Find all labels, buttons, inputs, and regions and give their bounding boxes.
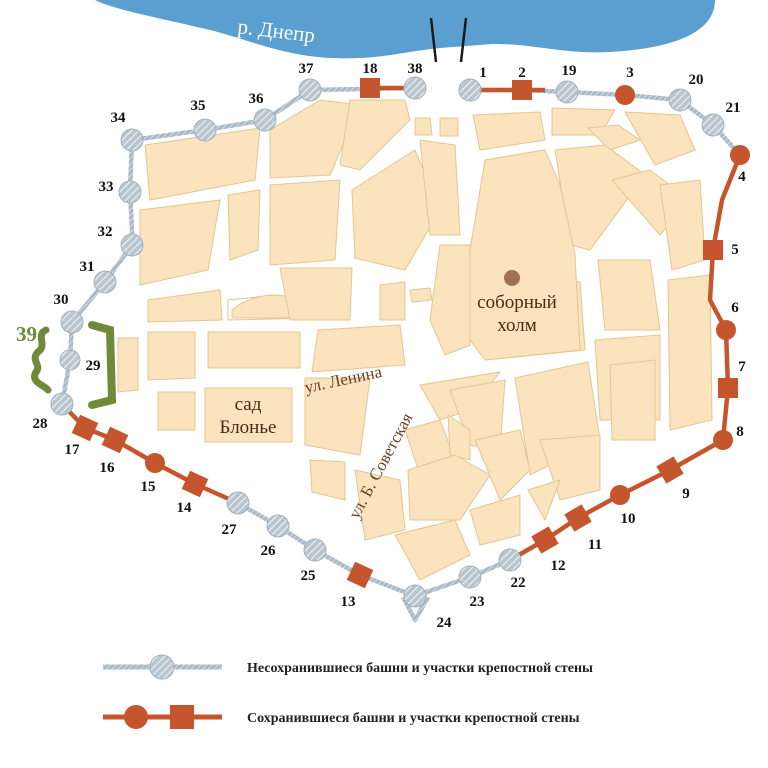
tower-9 xyxy=(656,456,684,484)
tower-24 xyxy=(403,584,427,608)
tower-label-2: 2 xyxy=(518,65,526,81)
tower-21 xyxy=(701,113,725,137)
tower-10 xyxy=(610,485,630,505)
cathedral-hill-label-line2: холм xyxy=(497,315,537,336)
fortification-39-label: 39 xyxy=(16,322,37,346)
tower-label-16: 16 xyxy=(100,460,116,476)
cathedral-hill-marker xyxy=(504,270,520,286)
tower-29 xyxy=(59,349,81,371)
tower-label-13: 13 xyxy=(341,594,356,610)
tower-label-10: 10 xyxy=(621,511,636,527)
legend-preserved-label: Сохранившиеся башни и участки крепостной… xyxy=(247,711,580,726)
tower-23 xyxy=(458,565,482,589)
legend-lost-label: Несохранившиеся башни и участки крепостн… xyxy=(247,661,593,676)
tower-11 xyxy=(564,504,592,532)
cathedral-hill-label-line1: соборный xyxy=(477,292,557,313)
legend-preserved: Сохранившиеся башни и участки крепостной… xyxy=(103,705,580,729)
garden-label-line1: сад xyxy=(235,394,262,415)
tower-33 xyxy=(118,180,142,204)
tower-37 xyxy=(298,78,322,102)
tower-12 xyxy=(531,526,559,554)
preserved-round-towers xyxy=(145,85,750,505)
tower-1 xyxy=(458,78,482,102)
tower-label-21: 21 xyxy=(726,100,741,116)
tower-25 xyxy=(303,538,327,562)
tower-label-12: 12 xyxy=(551,558,566,574)
tower-13 xyxy=(346,561,374,589)
tower-label-6: 6 xyxy=(731,300,739,316)
tower-label-1: 1 xyxy=(479,65,487,81)
tower-label-14: 14 xyxy=(177,500,193,516)
tower-30 xyxy=(60,310,84,334)
tower-label-26: 26 xyxy=(261,543,277,559)
tower-label-33: 33 xyxy=(99,179,114,195)
tower-31 xyxy=(93,270,117,294)
tower-label-37: 37 xyxy=(299,61,315,77)
tower-34 xyxy=(120,128,144,152)
tower-32 xyxy=(120,233,144,257)
legend-lost: Несохранившиеся башни и участки крепостн… xyxy=(103,654,593,680)
tower-label-22: 22 xyxy=(511,575,526,591)
tower-20 xyxy=(668,88,692,112)
tower-label-23: 23 xyxy=(470,594,485,610)
tower-label-34: 34 xyxy=(111,110,127,126)
cathedral-hill-block xyxy=(469,149,581,361)
tower-2 xyxy=(512,80,532,100)
tower-15 xyxy=(145,453,165,473)
tower-14 xyxy=(181,470,209,498)
tower-label-32: 32 xyxy=(98,224,113,240)
tower-label-15: 15 xyxy=(141,479,156,495)
tower-35 xyxy=(193,118,217,142)
tower-label-3: 3 xyxy=(626,65,634,81)
tower-label-27: 27 xyxy=(222,522,238,538)
tower-label-35: 35 xyxy=(191,98,206,114)
preserved-square-towers xyxy=(71,78,738,589)
tower-label-31: 31 xyxy=(80,259,95,275)
tower-label-4: 4 xyxy=(738,169,746,185)
tower-label-36: 36 xyxy=(249,91,265,107)
tower-label-17: 17 xyxy=(65,442,81,458)
tower-label-20: 20 xyxy=(689,72,704,88)
legend: Несохранившиеся башни и участки крепостн… xyxy=(103,654,593,729)
tower-6 xyxy=(716,320,736,340)
garden-block xyxy=(204,387,293,443)
tower-label-7: 7 xyxy=(738,359,746,375)
tower-19 xyxy=(555,80,579,104)
tower-26 xyxy=(266,514,290,538)
tower-4 xyxy=(730,145,750,165)
tower-label-11: 11 xyxy=(588,537,602,553)
tower-22 xyxy=(498,548,522,572)
tower-16 xyxy=(101,426,129,454)
tower-17 xyxy=(71,414,99,442)
tower-8 xyxy=(713,430,733,450)
tower-label-38: 38 xyxy=(408,61,423,77)
tower-38 xyxy=(403,76,427,100)
tower-18 xyxy=(360,78,380,98)
tower-label-19: 19 xyxy=(562,63,577,79)
tower-label-5: 5 xyxy=(731,242,739,258)
tower-label-9: 9 xyxy=(682,486,690,502)
tower-label-29: 29 xyxy=(86,358,101,374)
garden-label-line2: Блонье xyxy=(220,417,277,438)
tower-7 xyxy=(718,378,738,398)
tower-label-8: 8 xyxy=(736,424,744,440)
tower-36 xyxy=(253,108,277,132)
tower-labels: 1 2 19 3 20 21 4 5 6 7 8 9 10 11 12 22 2… xyxy=(33,61,747,631)
tower-27 xyxy=(226,491,250,515)
tower-label-25: 25 xyxy=(301,568,316,584)
lost-towers xyxy=(50,76,725,608)
tower-label-30: 30 xyxy=(54,292,69,308)
tower-5 xyxy=(703,240,723,260)
tower-label-24: 24 xyxy=(437,615,453,631)
river: р. Днепр xyxy=(95,0,715,63)
tower-label-28: 28 xyxy=(33,416,48,432)
tower-label-18: 18 xyxy=(363,61,378,77)
fortification-39: 39 xyxy=(16,321,117,409)
tower-3 xyxy=(615,85,635,105)
tower-28 xyxy=(50,392,74,416)
